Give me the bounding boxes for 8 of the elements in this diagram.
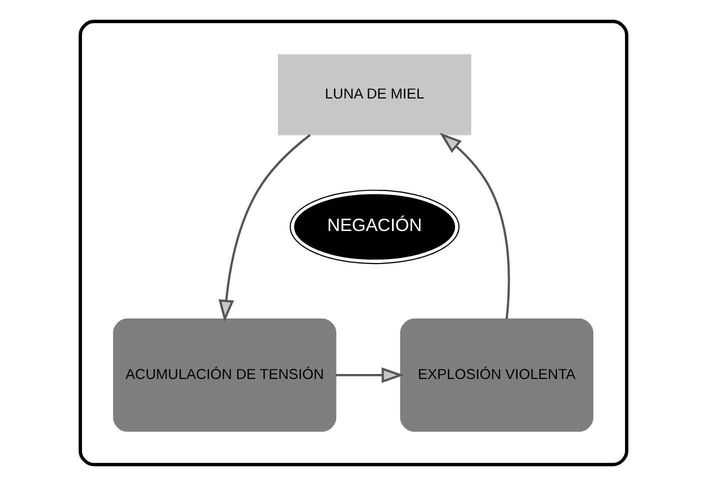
arrow [439, 132, 510, 319]
node-ellipse: NEGACIÓN [289, 190, 460, 264]
cluster [78, 20, 628, 466]
node-box: EXPLOSIÓN VIOLENTA [400, 318, 593, 432]
arrow [335, 367, 404, 383]
node-box: LUNA DE MIEL [278, 54, 471, 136]
node-box: ACUMULACIÓN DE TENSIÓN [112, 318, 336, 432]
arrow [218, 134, 310, 322]
